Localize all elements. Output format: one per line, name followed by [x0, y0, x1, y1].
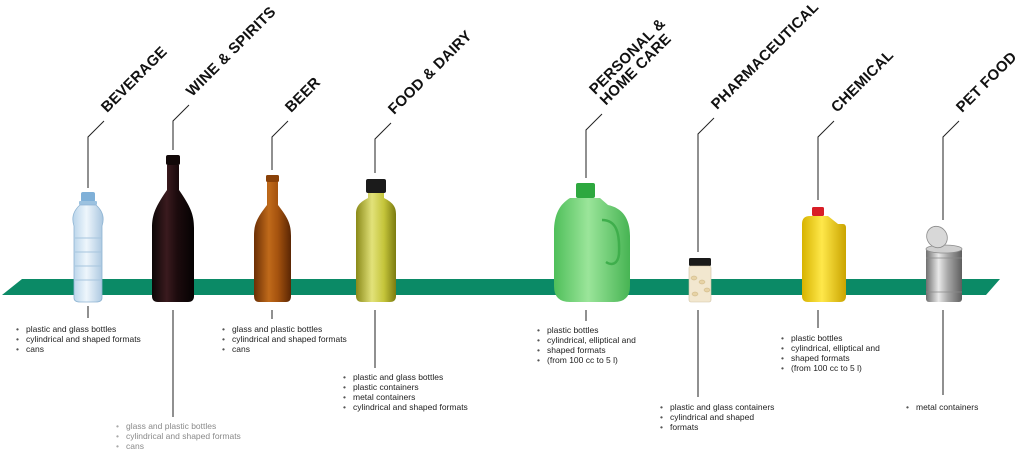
- plastic-water-bottle-icon: [72, 192, 104, 303]
- feature-item: cylindrical and shaped formats: [343, 402, 468, 412]
- feature-item: glass and plastic bottles: [116, 421, 241, 431]
- connector-beverage-top: [87, 120, 105, 188]
- feature-list-beer: glass and plastic bottles cylindrical an…: [222, 324, 347, 354]
- connector-beer-top: [271, 120, 289, 170]
- feature-item: cylindrical, elliptical and: [781, 343, 880, 353]
- feature-list-chemical: plastic bottles cylindrical, elliptical …: [781, 333, 880, 373]
- feature-item: cylindrical and shaped formats: [16, 334, 141, 344]
- feature-list-wine-spirits: glass and plastic bottles cylindrical an…: [116, 421, 241, 451]
- chemical-jerrycan-icon: [802, 207, 846, 302]
- feature-list-food-dairy: plastic and glass bottles plastic contai…: [343, 372, 468, 412]
- feature-item: cylindrical, elliptical and: [537, 335, 636, 345]
- feature-item: glass and plastic bottles: [222, 324, 347, 334]
- feature-item: plastic and glass bottles: [16, 324, 141, 334]
- tin-can-icon: [925, 225, 963, 302]
- feature-item: shaped formats: [537, 345, 636, 355]
- feature-list-pharmaceutical: plastic and glass containers cylindrical…: [660, 402, 774, 432]
- detergent-jug-icon: [554, 183, 630, 302]
- feature-item: plastic bottles: [781, 333, 880, 343]
- feature-item: cans: [16, 344, 141, 354]
- wine-bottle-icon: [152, 155, 194, 302]
- feature-item: shaped formats: [781, 353, 880, 363]
- feature-item: cylindrical and shaped formats: [222, 334, 347, 344]
- pill-jar-icon: [688, 258, 712, 303]
- feature-item: cans: [116, 441, 241, 451]
- feature-item: plastic containers: [343, 382, 468, 392]
- feature-item: plastic and glass containers: [660, 402, 774, 412]
- connector-wine-top: [172, 104, 190, 150]
- feature-item: metal containers: [906, 402, 978, 412]
- connector-petfood-top: [942, 120, 960, 220]
- connector-food-top: [374, 122, 392, 173]
- feature-item: plastic and glass bottles: [343, 372, 468, 382]
- connector-lines: [87, 104, 960, 417]
- connector-chemical-top: [817, 120, 835, 200]
- feature-item: plastic bottles: [537, 325, 636, 335]
- feature-item: formats: [660, 422, 774, 432]
- feature-list-pet-food: metal containers: [906, 402, 978, 412]
- feature-item: (from 100 cc to 5 l): [537, 355, 636, 365]
- connector-personal-top: [585, 113, 603, 178]
- feature-item: cans: [222, 344, 347, 354]
- feature-list-beverage: plastic and glass bottles cylindrical an…: [16, 324, 141, 354]
- feature-item: (from 100 cc to 5 l): [781, 363, 880, 373]
- timeline-band: [2, 279, 1000, 295]
- feature-item: cylindrical and shaped: [660, 412, 774, 422]
- feature-item: metal containers: [343, 392, 468, 402]
- connector-pharma-top: [697, 117, 715, 252]
- oil-bottle-icon: [356, 179, 396, 302]
- feature-list-personal-home-care: plastic bottles cylindrical, elliptical …: [537, 325, 636, 365]
- beer-bottle-icon: [254, 175, 291, 302]
- feature-item: cylindrical and shaped formats: [116, 431, 241, 441]
